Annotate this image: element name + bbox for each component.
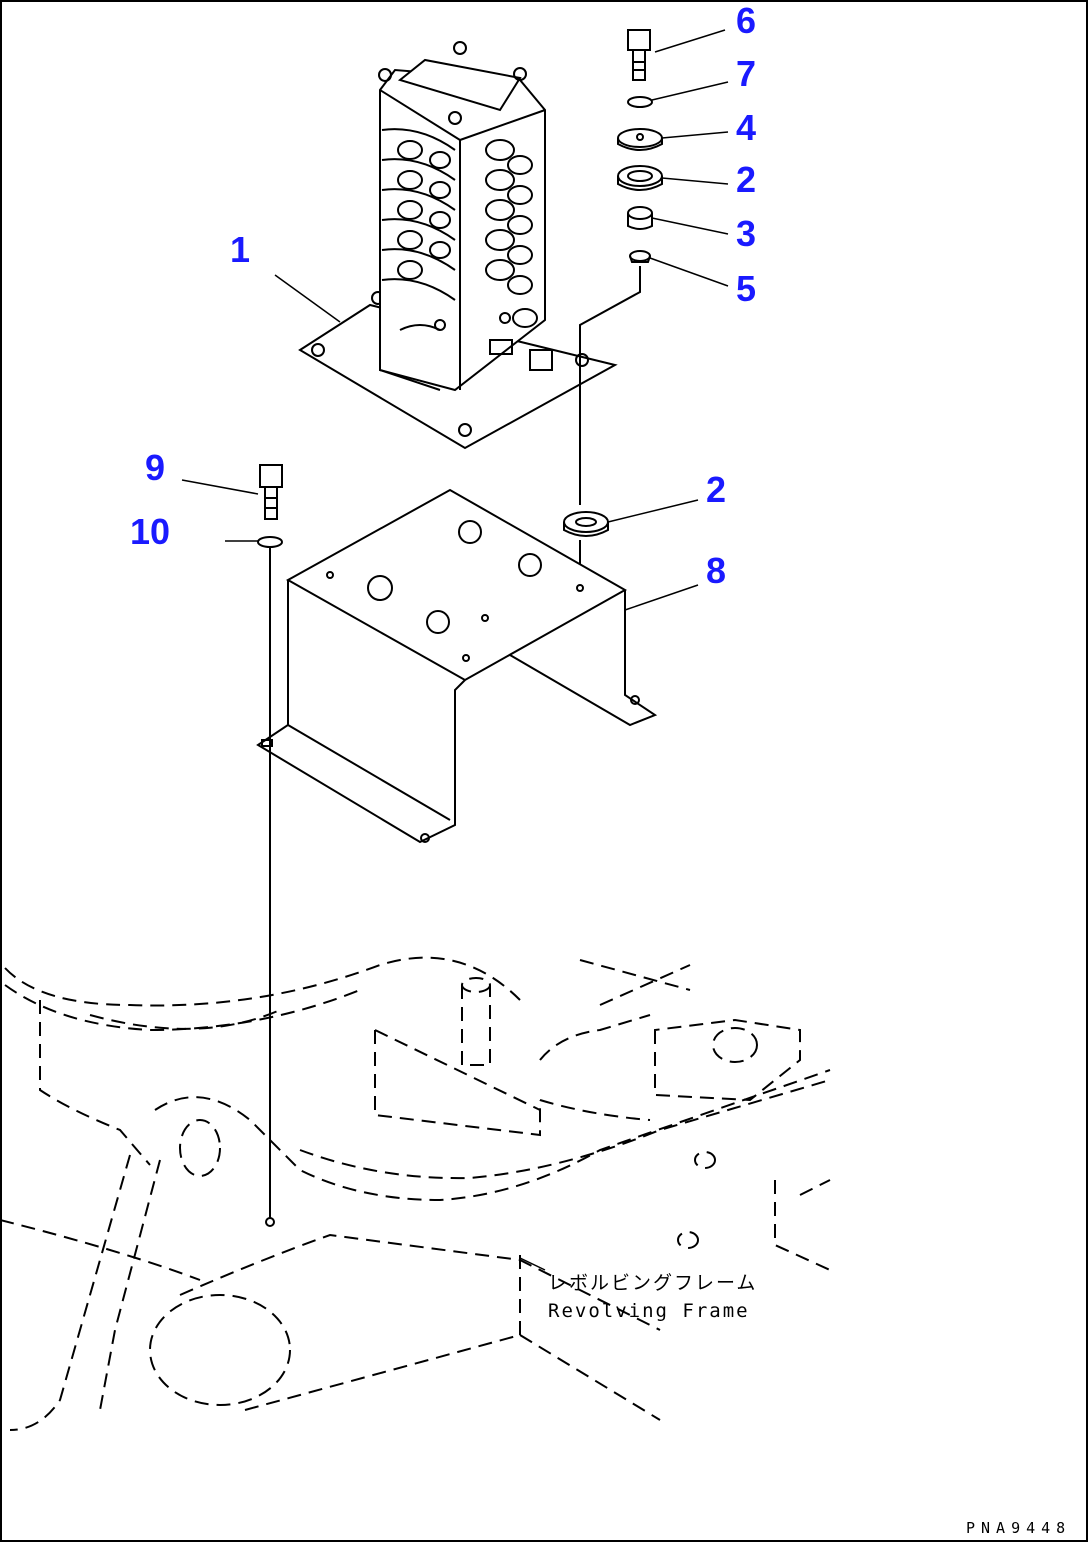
bolt-6 bbox=[627, 29, 651, 81]
callout-4: 4 bbox=[736, 107, 757, 148]
drawing-code: PNA9448 bbox=[966, 1519, 1072, 1537]
seal-5 bbox=[629, 250, 651, 263]
control-valve bbox=[298, 41, 618, 450]
bolt-9 bbox=[259, 464, 283, 520]
callout-3: 3 bbox=[736, 213, 757, 254]
cushion-4 bbox=[617, 128, 663, 151]
frame-label-jp: レボルビングフレーム bbox=[548, 1272, 758, 1294]
frame-label-en: Revolving Frame bbox=[548, 1300, 750, 1322]
callout-10: 10 bbox=[130, 511, 171, 552]
washer-7 bbox=[627, 96, 653, 108]
callout-6: 6 bbox=[736, 0, 757, 41]
leader-lines bbox=[181, 29, 729, 611]
callout-9: 9 bbox=[145, 447, 166, 488]
collar-3 bbox=[627, 206, 653, 230]
callout-2-top: 2 bbox=[736, 159, 757, 200]
cushion-2-bottom bbox=[563, 511, 609, 537]
callout-7: 7 bbox=[736, 53, 757, 94]
callout-1: 1 bbox=[230, 229, 251, 270]
callout-8: 8 bbox=[706, 550, 727, 591]
washer-10 bbox=[257, 536, 283, 548]
revolving-frame bbox=[0, 956, 831, 1431]
callout-5: 5 bbox=[736, 268, 757, 309]
frame-label-leader bbox=[519, 1257, 546, 1271]
spool-caps bbox=[485, 139, 553, 371]
callout-2-bottom: 2 bbox=[706, 469, 727, 510]
hardware-stack bbox=[579, 29, 663, 505]
bracket-8 bbox=[256, 488, 658, 844]
cushion-2-top bbox=[617, 165, 663, 191]
valve-sections bbox=[381, 128, 456, 301]
